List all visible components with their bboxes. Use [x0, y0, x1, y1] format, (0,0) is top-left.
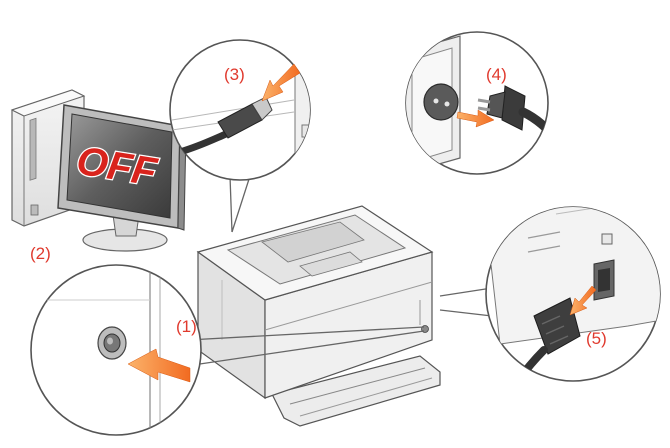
step-4-label: (4) [486, 65, 507, 84]
step-3-label: (3) [224, 65, 245, 84]
step-5-label: (5) [586, 329, 607, 348]
power-button-arrow [127, 348, 191, 383]
printer-icon [196, 205, 441, 427]
desktop-computer-icon: OFF [10, 89, 187, 252]
power-button-icon [31, 265, 161, 435]
power-plug-icon [406, 35, 548, 174]
usb-removal-arrow [261, 63, 301, 102]
cord-removal-arrow [569, 285, 597, 316]
plug-removal-arrow [456, 109, 495, 128]
callout-pointers [187, 175, 493, 366]
step-1-label: (1) [176, 317, 197, 336]
step-2-label: (2) [30, 244, 51, 263]
